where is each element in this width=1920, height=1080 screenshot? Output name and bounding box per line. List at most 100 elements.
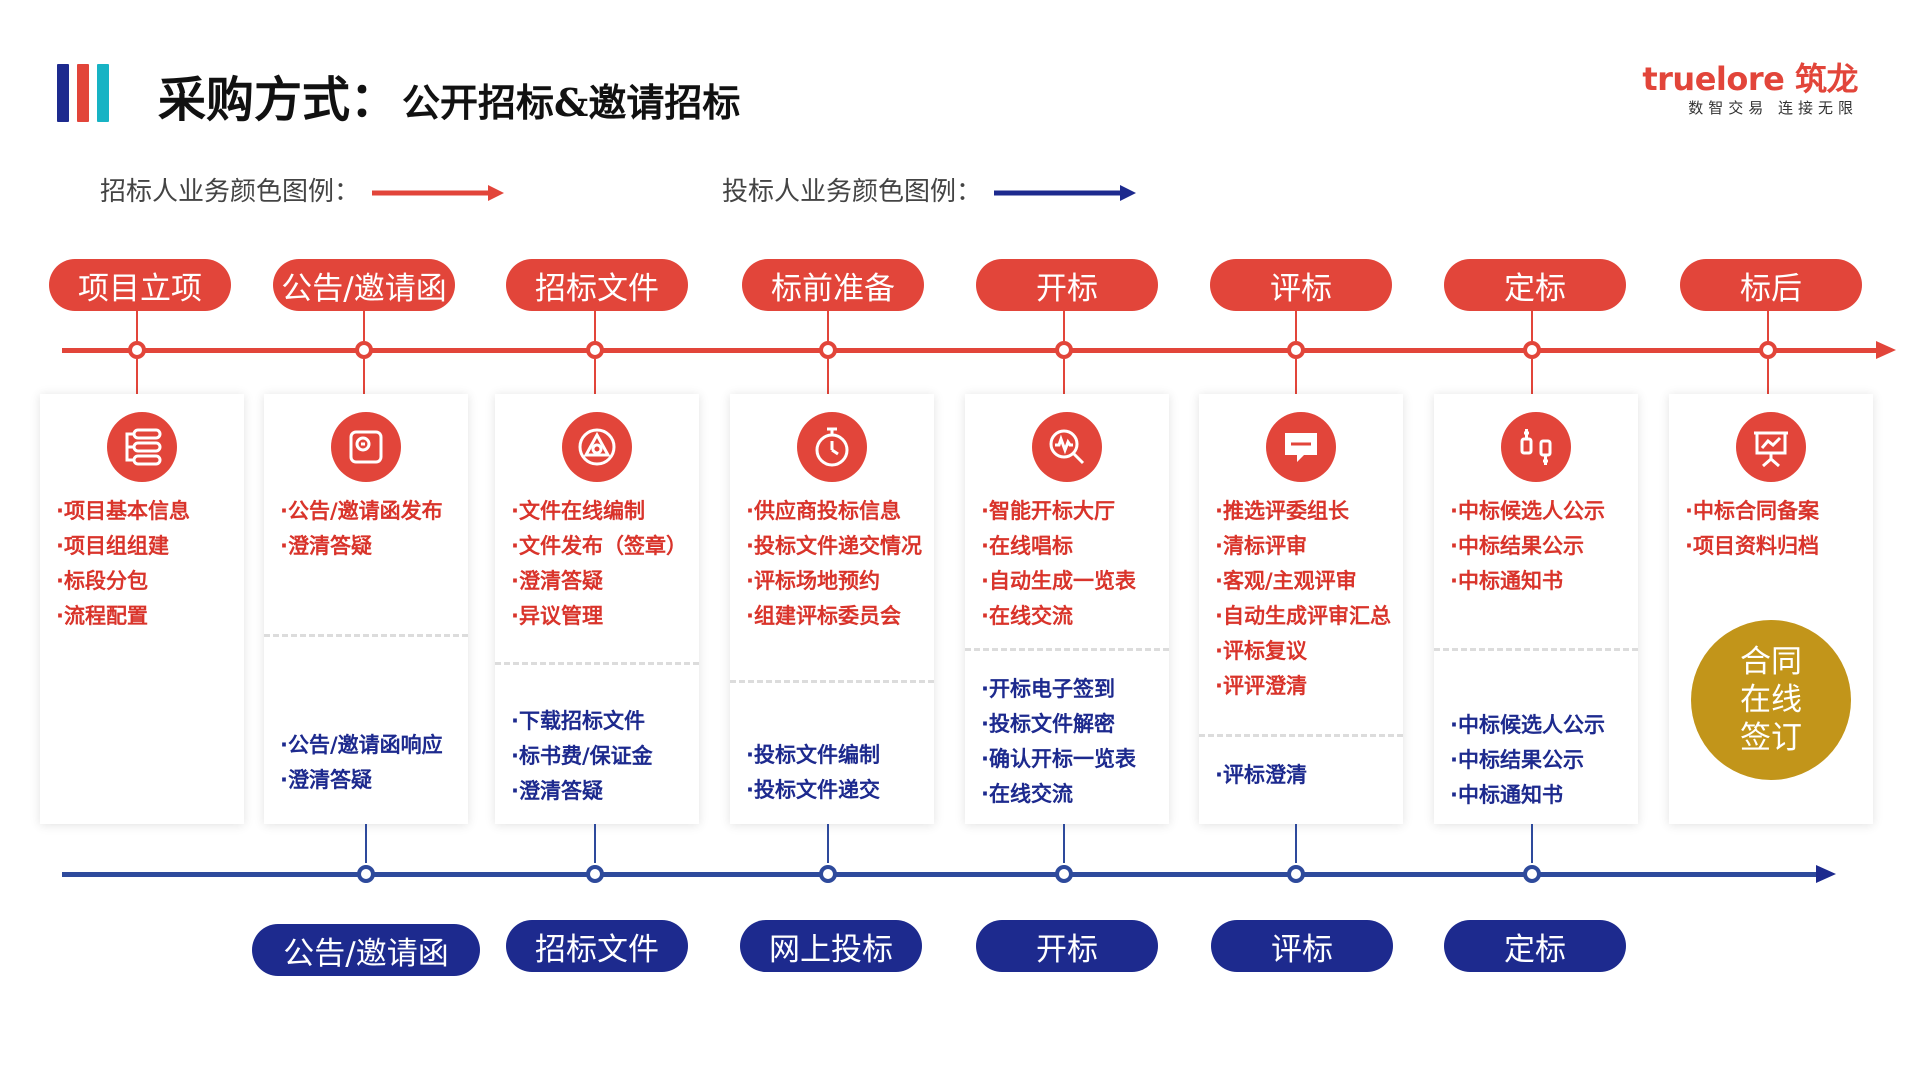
- list-item: ·标书费/保证金: [511, 744, 653, 768]
- list-item: ·中标结果公示: [1450, 534, 1584, 558]
- stage-pill-bid-opening: 开标: [976, 259, 1158, 311]
- legend-tenderer: 招标人业务颜色图例：: [100, 171, 505, 208]
- list-item: ·项目组组建: [56, 534, 169, 558]
- logo-tagline: 数智交易 连接无限: [1688, 99, 1858, 117]
- bidder-pill-evaluation: 评标: [1211, 920, 1393, 972]
- list-item: ·中标合同备案: [1685, 499, 1819, 523]
- list-item: ·澄清答疑: [511, 779, 603, 803]
- list-item: ·组建评标委员会: [746, 604, 901, 628]
- seal-line: 签订: [1740, 720, 1802, 756]
- tenderer-items: ·公告/邀请函发布 ·澄清答疑: [280, 494, 462, 564]
- list-item: ·开标电子签到: [981, 677, 1115, 701]
- stage-pill-announcement: 公告/邀请函: [273, 259, 455, 311]
- divider: [730, 680, 934, 683]
- list-item: ·投标文件递交: [746, 778, 880, 802]
- logo-text: truelore 筑龙: [1642, 60, 1858, 98]
- timeline-node: [1055, 341, 1073, 359]
- tenderer-timeline-arrowhead: [1876, 341, 1896, 359]
- connector: [363, 311, 365, 341]
- list-item: ·投标文件解密: [981, 712, 1115, 736]
- workflow-icon: [107, 412, 177, 482]
- stage-pill-award: 定标: [1444, 259, 1626, 311]
- connector: [1063, 311, 1065, 341]
- stage-card-tender-document: ·文件在线编制 ·文件发布（签章） ·澄清答疑 ·异议管理 ·下载招标文件 ·标…: [495, 394, 699, 824]
- stage-card-bid-opening: ·智能开标大厅 ·在线唱标 ·自动生成一览表 ·在线交流 ·开标电子签到 ·投标…: [965, 394, 1169, 824]
- list-item: ·澄清答疑: [280, 534, 372, 558]
- connector: [827, 359, 829, 394]
- timeline-node: [586, 341, 604, 359]
- tenderer-timeline: [62, 348, 1878, 353]
- connector: [827, 824, 829, 863]
- bidder-items: ·开标电子签到 ·投标文件解密 ·确认开标一览表 ·在线交流: [981, 672, 1163, 812]
- connector: [1531, 824, 1533, 863]
- tenderer-items: ·文件在线编制 ·文件发布（签章） ·澄清答疑 ·异议管理: [511, 494, 693, 634]
- page-title: 采购方式：公开招标&邀请招标: [158, 60, 740, 130]
- timeline-node: [1523, 341, 1541, 359]
- list-item: ·确认开标一览表: [981, 747, 1136, 771]
- list-item: ·中标候选人公示: [1450, 713, 1605, 737]
- list-item: ·评标复议: [1215, 639, 1307, 663]
- tenderer-items: ·中标合同备案 ·项目资料归档: [1685, 494, 1867, 564]
- list-item: ·供应商投标信息: [746, 499, 901, 523]
- list-item: ·澄清答疑: [280, 768, 372, 792]
- divider: [965, 648, 1169, 651]
- list-item: ·流程配置: [56, 604, 148, 628]
- legend-blue-arrow: [994, 184, 1137, 201]
- list-item: ·投标文件编制: [746, 743, 880, 767]
- magnifier-chart-icon: [1032, 412, 1102, 482]
- list-item: ·中标候选人公示: [1450, 499, 1605, 523]
- list-item: ·在线交流: [981, 604, 1073, 628]
- presentation-icon: [1736, 412, 1806, 482]
- timeline-node: [1759, 341, 1777, 359]
- list-item: ·标段分包: [56, 569, 148, 593]
- timeline-node: [1287, 341, 1305, 359]
- timeline-node: [128, 341, 146, 359]
- divider: [1199, 734, 1403, 737]
- stage-card-post-award: ·中标合同备案 ·项目资料归档 合同 在线 签订: [1669, 394, 1873, 824]
- connector: [1063, 359, 1065, 394]
- bidder-pill-bid-opening: 开标: [976, 920, 1158, 972]
- stage-card-announcement: ·公告/邀请函发布 ·澄清答疑 ·公告/邀请函响应 ·澄清答疑: [264, 394, 468, 824]
- stage-card-award: ·中标候选人公示 ·中标结果公示 ·中标通知书 ·中标候选人公示 ·中标结果公示…: [1434, 394, 1638, 824]
- legend-bidder: 投标人业务颜色图例：: [722, 171, 1137, 208]
- connector: [136, 359, 138, 394]
- title-subtitle: 公开招标&邀请招标: [402, 80, 741, 125]
- contract-signing-seal: 合同 在线 签订: [1691, 620, 1851, 780]
- list-item: ·文件发布（签章）: [511, 534, 687, 558]
- connector: [136, 311, 138, 341]
- connector: [1295, 359, 1297, 394]
- timeline-node: [355, 341, 373, 359]
- stage-card-project-initiation: ·项目基本信息 ·项目组组建 ·标段分包 ·流程配置: [40, 394, 244, 824]
- document-triangle-icon: [562, 412, 632, 482]
- timeline-node: [357, 865, 375, 883]
- list-item: ·文件在线编制: [511, 499, 645, 523]
- announcement-icon: [331, 412, 401, 482]
- chat-bubble-icon: [1266, 412, 1336, 482]
- list-item: ·评标场地预约: [746, 569, 880, 593]
- legend-bidder-label: 投标人业务颜色图例：: [722, 177, 983, 207]
- seal-line: 合同: [1740, 644, 1802, 680]
- tenderer-items: ·项目基本信息 ·项目组组建 ·标段分包 ·流程配置: [56, 494, 238, 634]
- stage-card-pre-bid: ·供应商投标信息 ·投标文件递交情况 ·评标场地预约 ·组建评标委员会 ·投标文…: [730, 394, 934, 824]
- bidder-pill-award: 定标: [1444, 920, 1626, 972]
- stage-pill-post-award: 标后: [1680, 259, 1862, 311]
- list-item: ·公告/邀请函响应: [280, 733, 443, 757]
- bidder-items: ·中标候选人公示 ·中标结果公示 ·中标通知书: [1450, 708, 1632, 813]
- bidder-items: ·公告/邀请函响应 ·澄清答疑: [280, 728, 462, 798]
- connector: [1063, 824, 1065, 863]
- list-item: ·评评澄清: [1215, 674, 1307, 698]
- connector: [594, 824, 596, 863]
- list-item: ·在线交流: [981, 782, 1073, 806]
- divider: [1434, 648, 1638, 651]
- cables-icon: [1501, 412, 1571, 482]
- list-item: ·中标结果公示: [1450, 748, 1584, 772]
- bidder-items: ·投标文件编制 ·投标文件递交: [746, 738, 928, 808]
- bidder-items: ·下载招标文件 ·标书费/保证金 ·澄清答疑: [511, 704, 693, 809]
- bidder-items: ·评标澄清: [1215, 758, 1397, 793]
- stage-pill-tender-document: 招标文件: [506, 259, 688, 311]
- list-item: ·智能开标大厅: [981, 499, 1115, 523]
- bidder-pill-announcement: 公告/邀请函: [252, 924, 480, 976]
- connector: [827, 311, 829, 341]
- list-item: ·中标通知书: [1450, 569, 1563, 593]
- stage-card-evaluation: ·推选评委组长 ·清标评审 ·客观/主观评审 ·自动生成评审汇总 ·评标复议 ·…: [1199, 394, 1403, 824]
